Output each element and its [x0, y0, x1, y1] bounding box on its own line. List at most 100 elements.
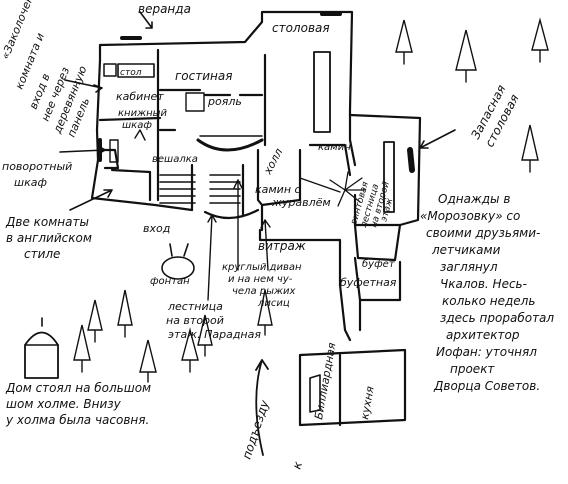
label-study: кабинет [116, 90, 164, 103]
label-round-sofa-1: круглый диван [222, 262, 302, 273]
vitrage-arc [203, 208, 260, 220]
fireplace-wall [308, 143, 352, 177]
label-living-room: гостиная [175, 69, 232, 83]
arrow-round-sofa [233, 179, 243, 271]
arrow-fireplace [299, 177, 341, 193]
label-round-sofa-2: и на нем чу- [228, 274, 293, 285]
label-grand-piano: рояль [207, 95, 242, 108]
label-rotary-shelf-2: шкаф [14, 176, 47, 189]
reserve-dining-outline [348, 113, 422, 227]
label-vitrage: витраж [258, 239, 306, 253]
fountain-icon [169, 243, 189, 257]
label-round-sofa-4: лисиц [257, 298, 290, 309]
buffet-room-outline [353, 256, 402, 302]
label-dining-room: столовая [272, 21, 330, 35]
tree-icon [455, 29, 477, 83]
wall-divider [98, 116, 162, 122]
desk [117, 63, 155, 78]
tree-icon [73, 324, 91, 373]
label-coat-rack: вешалка [152, 154, 198, 165]
label-rotary-shelf-1: поворотный [2, 160, 72, 173]
label-main-stairs-3: этаж. Парадная [168, 328, 261, 341]
label-to-entrance-1: к [290, 459, 306, 471]
main-stairs [209, 174, 241, 204]
label-buffet: буфет [362, 258, 396, 270]
svg-text:здесь проработал: здесь проработал [440, 311, 554, 325]
tree-icon [395, 19, 413, 65]
bookshelf [109, 139, 119, 163]
window-mark [120, 12, 342, 40]
wall-divider [158, 88, 202, 132]
svg-text:«Морозовку» со: «Морозовку» со [420, 209, 520, 223]
arrow-rotary-shelf [59, 145, 106, 155]
svg-text:проект: проект [450, 362, 495, 376]
furniture-box [185, 92, 205, 112]
label-round-sofa-3: чела рыжих [232, 286, 296, 297]
svg-text:архитектор: архитектор [446, 328, 520, 342]
label-bookshelf-1: книжный [118, 108, 168, 119]
tree-icon [181, 327, 199, 373]
buffet-outline [353, 223, 402, 262]
svg-text:Иофан: уточнял: Иофан: уточнял [436, 345, 537, 359]
label-fountain: фонтан [150, 276, 190, 287]
wall-divider [98, 148, 120, 170]
label-crane-fireplace-1: камин с [255, 183, 301, 196]
label-fireplace: камин [318, 142, 351, 153]
lower-wing-outline [298, 348, 407, 427]
round-sofa [196, 138, 264, 152]
note-hill: Дом стоял на большом шом холме. Внизу у … [5, 381, 151, 427]
label-desk: стол [120, 68, 142, 78]
arrow-to-entrance [255, 359, 269, 456]
arrow-bookshelf [134, 129, 146, 141]
svg-text:Дом стоял на большом: Дом стоял на большом [5, 381, 151, 395]
reserve-dining-table [383, 141, 395, 213]
svg-text:Дворца Советов.: Дворца Советов. [433, 379, 540, 393]
tree-icon [521, 124, 539, 173]
svg-text:заглянул: заглянул [440, 260, 498, 274]
spiral-stair-icon [329, 171, 366, 207]
label-to-entrance-2: подъезду [240, 398, 272, 461]
tree-icon [117, 289, 133, 338]
fountain-icon [161, 256, 195, 280]
wall-divider [110, 168, 152, 202]
label-veranda: веранда [138, 2, 191, 16]
dining-table [313, 51, 331, 133]
arrow-vitrage [260, 219, 271, 271]
tree-icon [257, 289, 273, 336]
tree-icon [87, 299, 103, 343]
buffet-room-outline [258, 228, 352, 342]
house-left-wall [90, 58, 194, 212]
label-kitchen: кухня [358, 385, 377, 421]
label-crane-fireplace-2: журавлём [271, 196, 331, 209]
label-main-stairs-2: на второй [166, 314, 224, 327]
arrow-veranda [139, 11, 153, 29]
house-outline [98, 10, 357, 167]
label-entrance: вход [143, 222, 170, 235]
svg-text:своими друзьями-: своими друзьями- [426, 226, 540, 240]
label-bookshelf-2: шкаф [122, 120, 152, 131]
label-english-rooms-1: Две комнаты [5, 215, 89, 229]
tree-icon [531, 17, 549, 63]
arrow-closed-room [64, 79, 103, 93]
label-hall: холл [261, 146, 286, 177]
billiard-table [309, 374, 321, 413]
arrow-english-rooms [69, 189, 113, 211]
tree-icon [197, 314, 213, 357]
chapel-icon [24, 331, 59, 379]
stair-walls [190, 163, 245, 217]
svg-text:Чкалов. Несь-: Чкалов. Несь- [440, 277, 527, 291]
svg-text:колько недель: колько недель [442, 294, 535, 308]
door-mark [407, 147, 415, 173]
arrow-reserve-dining [419, 129, 456, 149]
hall-walls [256, 148, 302, 232]
arrow-main-stairs [207, 214, 217, 301]
svg-text:летчиками: летчиками [431, 243, 501, 257]
tree-icon [139, 339, 157, 383]
svg-text:у холма была часовня.: у холма была часовня. [5, 413, 149, 427]
label-english-rooms-3: стиле [24, 247, 60, 261]
label-main-stairs-1: лестница [167, 300, 223, 313]
main-stairs [159, 174, 196, 204]
chair [103, 63, 117, 77]
